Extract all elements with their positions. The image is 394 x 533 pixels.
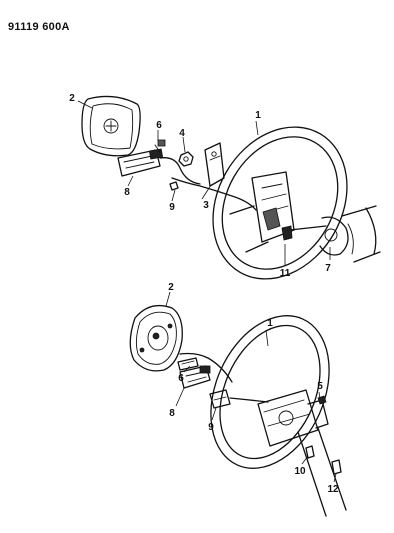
lower-view: 1 2 5 6 8 9 10 12 xyxy=(129,282,347,517)
callout-lower-2: 2 xyxy=(168,282,174,293)
callout-lower-8: 8 xyxy=(169,408,175,419)
upper-view: 1 2 3 4 6 7 8 9 11 xyxy=(69,93,381,280)
callout-upper-3: 3 xyxy=(203,200,209,211)
callout-upper-6: 6 xyxy=(156,120,162,131)
steering-wheel-upper xyxy=(212,126,348,280)
callout-upper-2: 2 xyxy=(69,93,75,104)
steering-wheel-lower xyxy=(210,315,330,469)
callout-upper-4: 4 xyxy=(179,128,185,139)
steering-column-lower xyxy=(257,389,347,517)
callout-lower-1: 1 xyxy=(267,318,273,329)
callout-lower-10: 10 xyxy=(294,466,306,477)
callout-lower-6: 6 xyxy=(178,373,184,384)
switch-module-upper xyxy=(117,139,201,185)
callout-upper-1: 1 xyxy=(255,110,261,121)
callout-upper-8: 8 xyxy=(124,187,130,198)
connector-lower xyxy=(177,352,233,383)
leader-lines-upper xyxy=(77,100,331,266)
leader-lines-lower xyxy=(165,291,337,483)
callout-lower-12: 12 xyxy=(327,484,339,495)
wiring-harness-upper xyxy=(169,142,257,211)
callout-upper-9: 9 xyxy=(169,202,175,213)
horn-pad-upper xyxy=(81,95,141,157)
wiring-harness-lower xyxy=(209,389,269,409)
callout-upper-11: 11 xyxy=(280,268,291,279)
steering-column-upper xyxy=(319,205,381,263)
callout-upper-7: 7 xyxy=(325,263,331,274)
document-number: 91119 600A xyxy=(8,21,70,33)
airbag-module-lower xyxy=(129,304,183,372)
callout-lower-9: 9 xyxy=(208,422,214,433)
switch-module-lower xyxy=(179,365,211,389)
callout-lower-5: 5 xyxy=(317,381,323,392)
nut-upper xyxy=(178,151,194,167)
